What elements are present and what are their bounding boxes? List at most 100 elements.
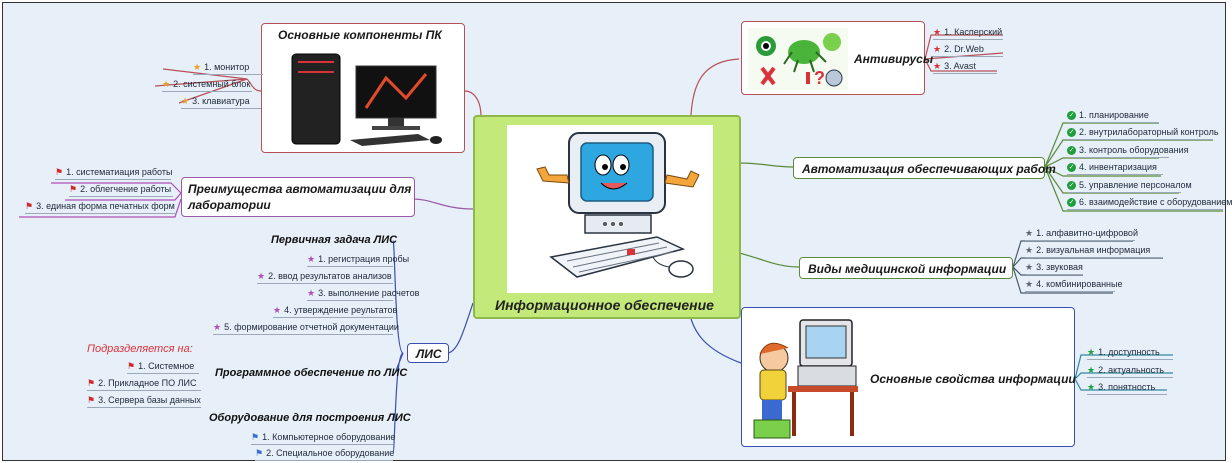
info-props-node[interactable]: Основные свойства информации	[741, 307, 1076, 447]
lis-software-leaf[interactable]: ⚑3. Сервера базы данных	[87, 394, 201, 408]
automation-title: Автоматизация обеспечивающих работ	[802, 162, 1056, 176]
check-icon: ✓	[1067, 198, 1076, 208]
lis-primary-leaf[interactable]: ★2. ввод результатов анализов	[257, 270, 393, 284]
pc-leaf[interactable]: ★2. системный блок	[162, 78, 252, 92]
medinfo-node[interactable]: Виды медицинской информации	[799, 257, 1013, 279]
automation-leaf[interactable]: ✓3. контроль оборудования	[1067, 144, 1188, 158]
lis-hardware-leaf[interactable]: ⚑1. Компьютерное оборудование	[251, 431, 395, 445]
check-icon: ✓	[1067, 163, 1076, 173]
flag-icon: ⚑	[55, 167, 64, 177]
info-props-leaf[interactable]: ★3. понятность	[1087, 381, 1167, 395]
pc-components-image	[286, 48, 446, 148]
virus-icon: ?	[756, 33, 843, 88]
flag-icon: ⚑	[87, 378, 96, 388]
computer-mascot-image	[507, 125, 713, 293]
automation-node[interactable]: Автоматизация обеспечивающих работ	[793, 157, 1056, 179]
check-icon: ✓	[1067, 146, 1076, 156]
antivirus-title: Антивирусы	[854, 52, 934, 66]
star-icon: ★	[273, 305, 282, 315]
lis-primary-leaf[interactable]: ★5. формирование отчетной документации	[213, 321, 399, 335]
lis-software-leaf[interactable]: ⚑1. Системное	[127, 360, 199, 374]
star-icon: ★	[307, 288, 316, 298]
star-icon: ★	[933, 27, 942, 37]
lis-primary-task-title[interactable]: Первичная задача ЛИС	[271, 234, 398, 246]
star-icon: ★	[1087, 347, 1096, 357]
lis-hardware-leaf[interactable]: ⚑2. Специальное оборудование	[255, 447, 394, 461]
star-icon: ★	[181, 96, 190, 106]
flag-icon: ⚑	[251, 432, 260, 442]
automation-leaf[interactable]: ✓6. взаимодействие с оборудованием	[1067, 196, 1232, 210]
medinfo-leaf[interactable]: ★2. визуальная информация	[1025, 244, 1163, 258]
link-center-medinfo	[738, 252, 800, 268]
lis-hardware-title[interactable]: Оборудование для построения ЛИС	[209, 412, 411, 424]
antivirus-leaf[interactable]: ★1. Касперский	[933, 26, 1003, 40]
advantages-node[interactable]: Преимущества автоматизации для лаборатор…	[181, 177, 415, 217]
medinfo-title: Виды медицинской информации	[808, 262, 1007, 276]
connector-lines	[19, 34, 1223, 454]
info-props-title: Основные свойства информации	[870, 372, 1076, 386]
advantages-leaf[interactable]: ⚑3. единая форма печатных форм	[25, 200, 177, 214]
antivirus-image: ?	[748, 28, 848, 90]
automation-leaf[interactable]: ✓2. внутрилабораторный контроль	[1067, 126, 1219, 140]
lis-primary-leaf[interactable]: ★3. выполнение расчетов	[307, 287, 419, 301]
computer-mascot-icon	[536, 132, 700, 278]
pc-components-node[interactable]: Основные компоненты ПК	[261, 23, 465, 153]
link-medinfo-leaves	[1012, 240, 1163, 294]
check-icon: ✓	[1067, 128, 1076, 138]
link-props-leaves	[1074, 354, 1173, 391]
star-icon: ★	[307, 254, 316, 264]
star-icon: ★	[257, 271, 266, 281]
star-icon: ★	[1025, 245, 1034, 255]
check-icon: ✓	[1067, 111, 1076, 121]
star-icon: ★	[162, 79, 171, 89]
link-automation-leaves	[1044, 122, 1223, 212]
star-icon: ★	[1025, 262, 1034, 272]
child-at-computer-icon	[753, 319, 858, 439]
advantages-title-line1: Преимущества автоматизации для	[188, 182, 412, 196]
medinfo-leaf[interactable]: ★1. алфавитно-цифровой	[1025, 227, 1138, 241]
automation-leaf[interactable]: ✓4. инвентаризация	[1067, 161, 1163, 175]
info-props-leaf[interactable]: ★2. актуальность	[1087, 364, 1173, 378]
medinfo-leaf[interactable]: ★4. комбинированные	[1025, 278, 1123, 292]
lis-primary-leaf[interactable]: ★4. утверждение реультатов	[273, 304, 397, 318]
link-center-lis	[447, 302, 474, 354]
star-icon: ★	[1087, 382, 1096, 392]
lis-node[interactable]: ЛИС	[407, 343, 449, 363]
advantages-title-line2: лаборатории	[188, 198, 271, 212]
link-center-adv	[412, 198, 474, 210]
lis-software-title[interactable]: Программное обеспечение по ЛИС	[215, 367, 408, 379]
flag-icon: ⚑	[69, 184, 78, 194]
antivirus-leaf[interactable]: ★2. Dr.Web	[933, 43, 1003, 57]
info-props-image	[748, 314, 860, 442]
star-icon: ★	[1025, 279, 1034, 289]
link-lis-branches	[392, 240, 404, 454]
flag-icon: ⚑	[127, 361, 136, 371]
pc-leaf[interactable]: ★3. клавиатура	[181, 95, 261, 109]
lis-title: ЛИС	[416, 347, 442, 361]
star-icon: ★	[1025, 228, 1034, 238]
lis-software-leaf[interactable]: ⚑2. Прикладное ПО ЛИС	[87, 377, 201, 391]
antivirus-leaf[interactable]: ★3. Avast	[933, 60, 997, 74]
star-icon: ★	[933, 61, 942, 71]
lis-software-note: Подразделяется на:	[87, 343, 193, 355]
star-icon: ★	[213, 322, 222, 332]
medinfo-leaf[interactable]: ★3. звуковая	[1025, 261, 1083, 275]
antivirus-node[interactable]: ? Антивирусы	[741, 21, 933, 95]
advantages-leaf[interactable]: ⚑1. систематиация работы	[55, 166, 172, 180]
link-center-automation	[738, 162, 794, 168]
link-center-props	[690, 318, 742, 364]
link-center-pc	[464, 90, 482, 118]
advantages-leaf[interactable]: ⚑2. облегчение работы	[69, 183, 173, 197]
flag-icon: ⚑	[255, 448, 264, 458]
desktop-pc-icon	[291, 53, 442, 146]
pc-leaf[interactable]: ★1. монитор	[193, 61, 263, 75]
center-title: Информационное обеспечение	[495, 297, 714, 313]
automation-leaf[interactable]: ✓5. управление персоналом	[1067, 179, 1192, 193]
link-center-antivirus	[690, 58, 740, 116]
lis-primary-leaf[interactable]: ★1. регистрация пробы	[307, 253, 409, 267]
center-node[interactable]: Информационное обеспечение	[473, 115, 741, 319]
automation-leaf[interactable]: ✓1. планирование	[1067, 109, 1159, 123]
star-icon: ★	[1087, 365, 1096, 375]
info-props-leaf[interactable]: ★1. доступность	[1087, 346, 1173, 360]
